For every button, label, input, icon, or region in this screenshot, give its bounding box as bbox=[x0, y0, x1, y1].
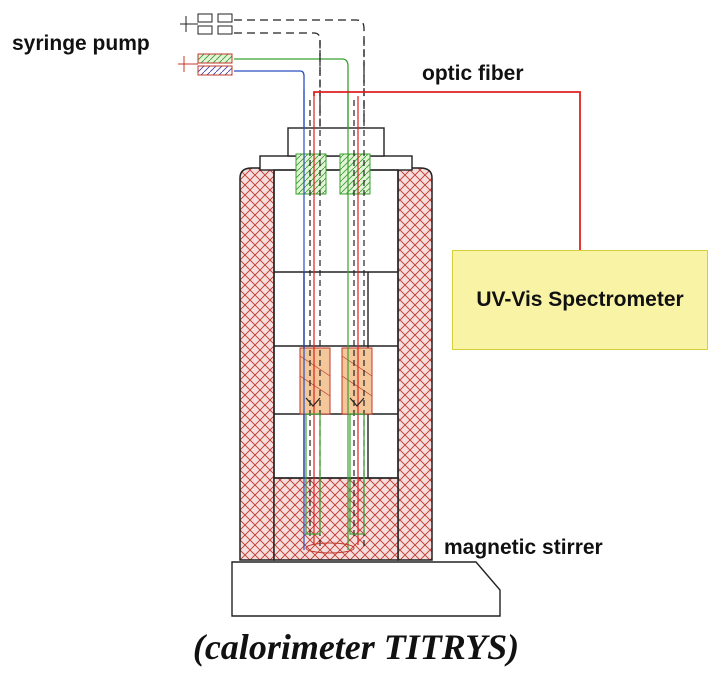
stirrer-base bbox=[231, 542, 501, 617]
insulation-walls bbox=[239, 167, 433, 561]
spectrometer-box bbox=[452, 250, 708, 350]
measurement-cells bbox=[299, 347, 373, 415]
uv-vis-spectrometer: UV-Vis Spectrometer bbox=[452, 250, 708, 350]
uv-vis-label: UV-Vis Spectrometer bbox=[476, 288, 684, 311]
inner-block bbox=[273, 169, 399, 479]
optic-fiber-label: optic fiber bbox=[422, 62, 524, 85]
syringe-pump-icons bbox=[178, 13, 233, 76]
diagram-caption: (calorimeter TITRYS) bbox=[192, 627, 520, 667]
lid bbox=[259, 127, 413, 171]
cell-tubes bbox=[303, 40, 365, 550]
spring-couplers bbox=[295, 153, 371, 195]
magnetic-stirrer-label: magnetic stirrer bbox=[444, 536, 603, 559]
optic-fiber-line bbox=[313, 91, 581, 250]
syringe-tubes bbox=[234, 19, 365, 128]
syringe-pump-label: syringe pump bbox=[12, 32, 150, 55]
